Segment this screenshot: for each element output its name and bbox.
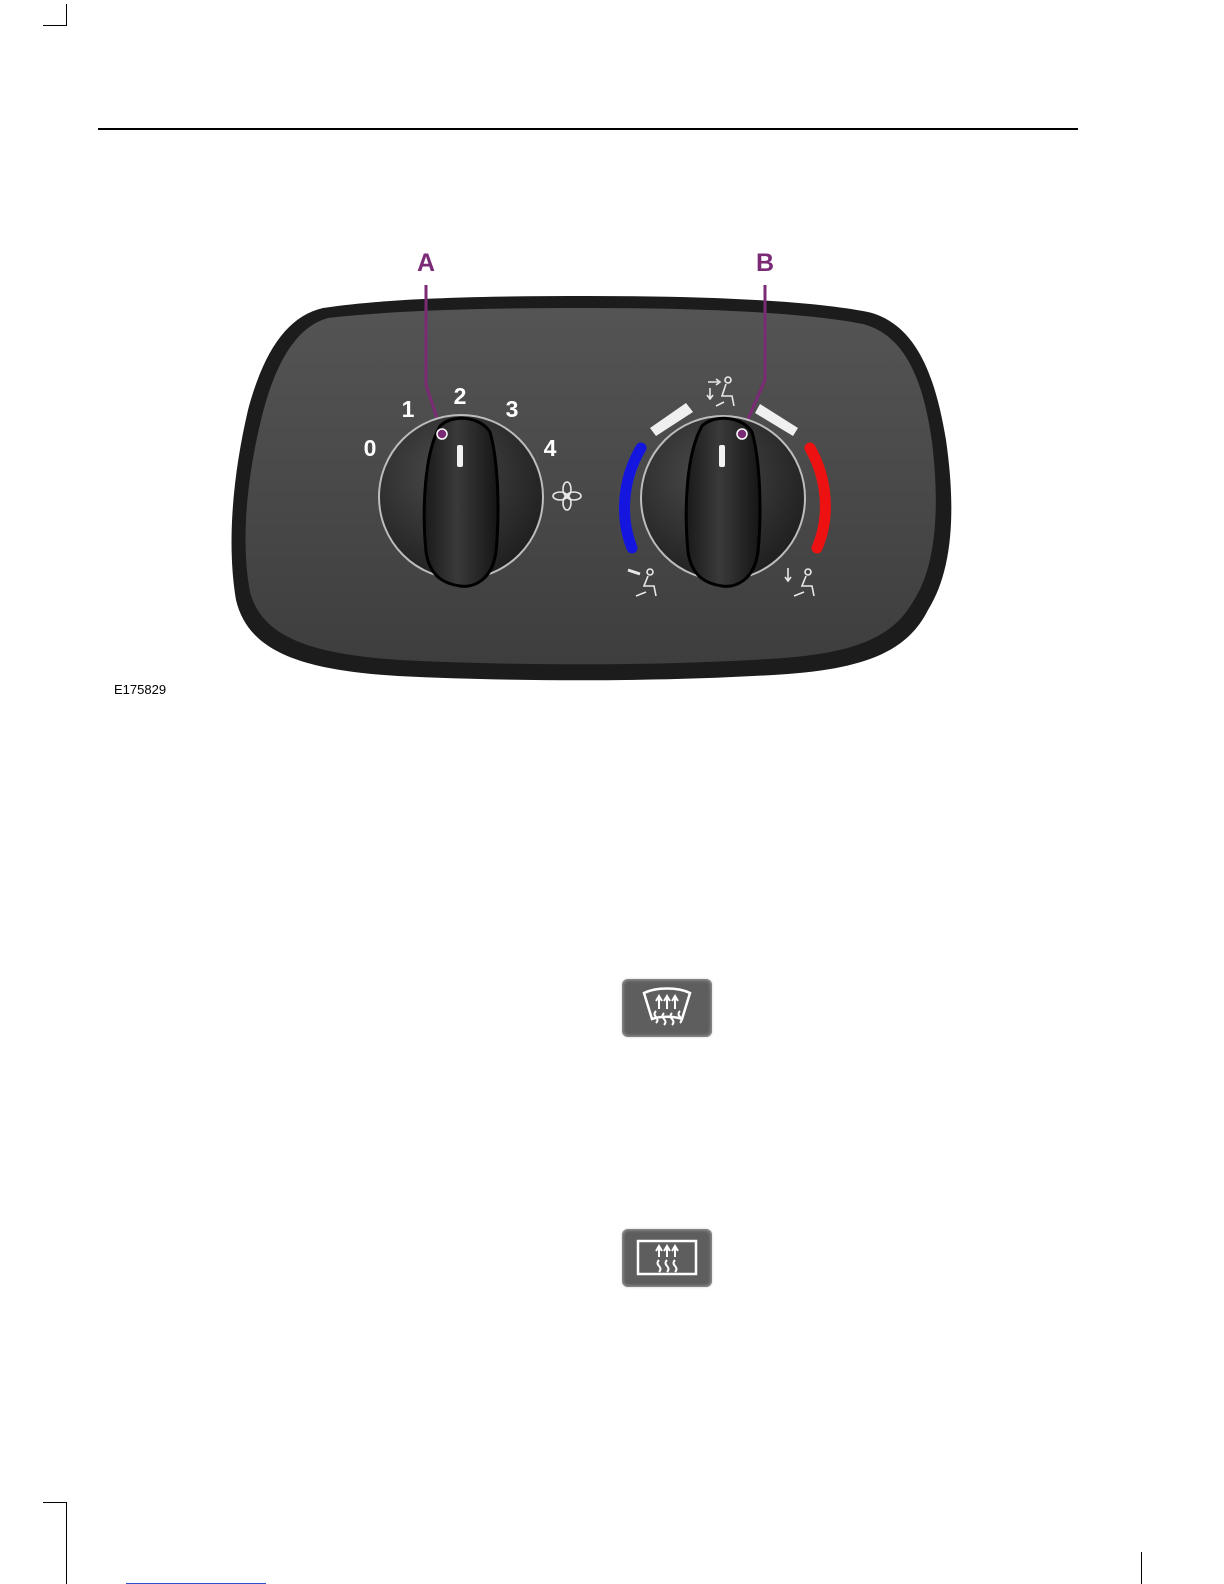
fan-speed-knob[interactable] [424,418,498,586]
windscreen-defrost-icon [622,979,712,1037]
temperature-knob-indicator [719,445,725,467]
rear-window-defrost-button[interactable] [622,1229,712,1287]
temperature-knob[interactable] [686,418,760,586]
callout-b-dot [737,429,747,439]
windscreen-defrost-button[interactable] [622,979,712,1037]
figure-code: E175829 [114,682,166,697]
rear-window-defrost-icon [622,1229,712,1287]
crop-mark-top-left-vertical [66,4,67,26]
climate-control-figure: A B 0 1 2 3 4 [228,240,958,690]
callout-a-label: A [417,249,435,277]
fan-knob-indicator [457,445,463,467]
panel-face [246,308,936,664]
fan-speed-2: 2 [454,383,467,409]
header-rule [98,128,1078,130]
fan-speed-1: 1 [402,396,415,422]
callout-a-dot [437,429,447,439]
callout-b-label: B [756,249,774,277]
crop-mark-top-left-horizontal [43,25,67,26]
crop-mark-bottom-left-vertical [66,1502,67,1584]
crop-mark-bottom-right-vertical [1141,1552,1142,1584]
crop-mark-bottom-left-horizontal [43,1502,67,1503]
fan-speed-4: 4 [544,435,557,461]
fan-speed-3: 3 [506,396,519,422]
fan-speed-0: 0 [364,435,377,461]
